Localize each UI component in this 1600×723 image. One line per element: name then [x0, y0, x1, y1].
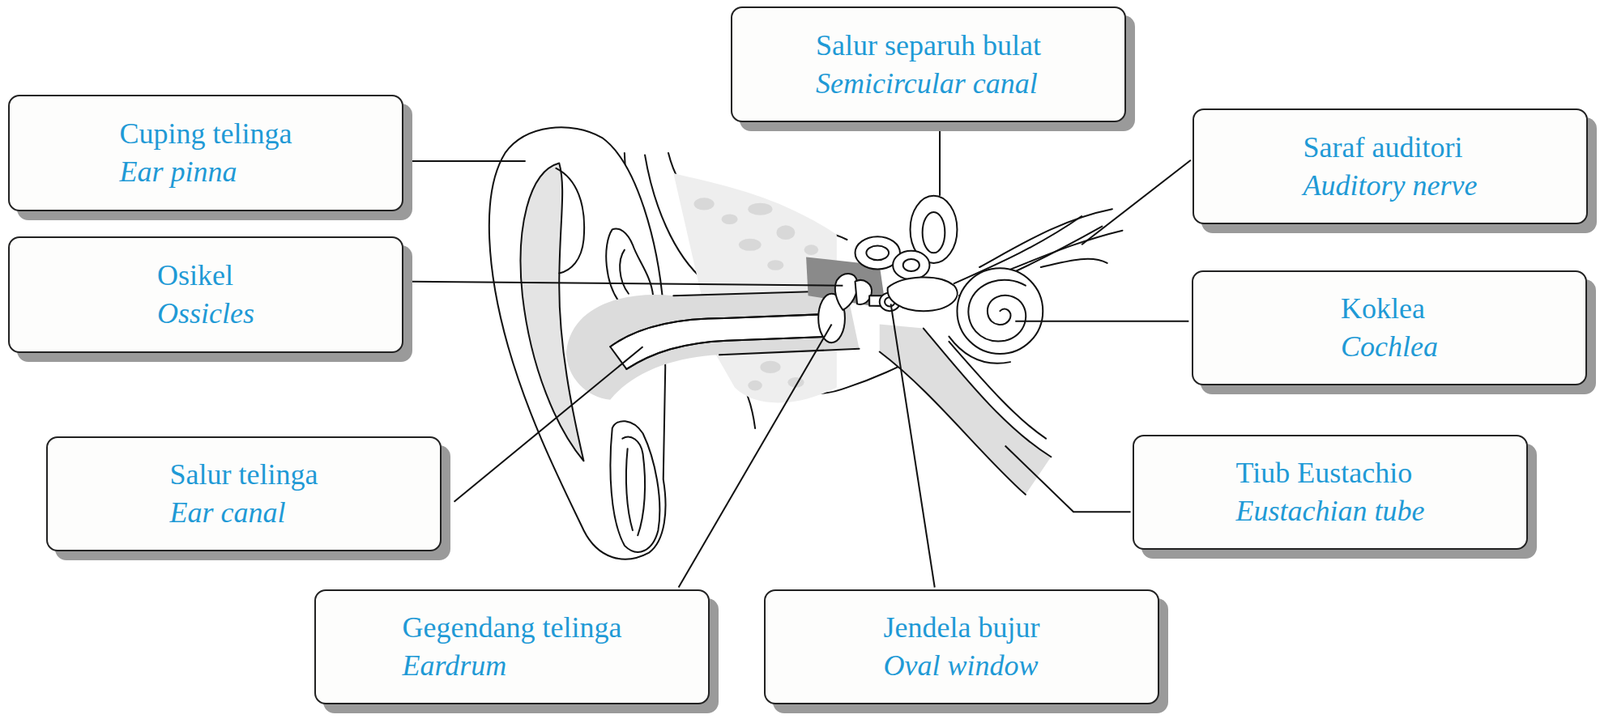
- english-label: Cochlea: [1340, 328, 1438, 367]
- english-label: Auditory nerve: [1303, 166, 1478, 205]
- label-text-group: KokleaCochlea: [1340, 290, 1438, 367]
- english-label: Ear pinna: [119, 153, 293, 192]
- label-text-group: Salur telingaEar canal: [170, 456, 319, 533]
- label-box: Cuping telingaEar pinna: [8, 94, 404, 212]
- label-text-group: Saraf auditoriAuditory nerve: [1303, 128, 1478, 205]
- label-text-group: Cuping telingaEar pinna: [119, 115, 293, 192]
- malay-label: Koklea: [1340, 290, 1438, 329]
- malay-label: Cuping telinga: [119, 115, 293, 154]
- malay-label: Saraf auditori: [1303, 128, 1478, 167]
- malay-label: Salur separuh bulat: [815, 26, 1042, 65]
- label-box: Salur telingaEar canal: [46, 436, 442, 552]
- label-box: Salur separuh bulatSemicircular canal: [730, 6, 1127, 123]
- label-box: Gegendang telingaEardrum: [314, 589, 710, 705]
- malay-label: Salur telinga: [170, 456, 319, 495]
- english-label: Oval window: [883, 647, 1041, 686]
- english-label: Ossicles: [157, 294, 255, 333]
- malay-label: Osikel: [157, 256, 255, 295]
- label-box: Saraf auditoriAuditory nerve: [1192, 108, 1588, 225]
- label-text-group: Salur separuh bulatSemicircular canal: [815, 26, 1042, 103]
- malay-label: Jendela bujur: [883, 609, 1041, 648]
- english-label: Eustachian tube: [1236, 492, 1426, 531]
- english-label: Ear canal: [170, 494, 319, 533]
- label-box: Tiub EustachioEustachian tube: [1132, 435, 1528, 551]
- label-text-group: Tiub EustachioEustachian tube: [1236, 454, 1426, 531]
- english-label: Eardrum: [402, 647, 623, 686]
- malay-label: Tiub Eustachio: [1236, 454, 1426, 493]
- english-label: Semicircular canal: [815, 64, 1042, 103]
- malay-label: Gegendang telinga: [402, 609, 623, 648]
- label-box: KokleaCochlea: [1191, 270, 1588, 386]
- label-text-group: OsikelOssicles: [157, 256, 255, 333]
- label-text-group: Jendela bujurOval window: [883, 609, 1041, 686]
- label-box: Jendela bujurOval window: [763, 589, 1160, 705]
- label-text-group: Gegendang telingaEardrum: [402, 609, 623, 686]
- label-box: OsikelOssicles: [8, 236, 404, 354]
